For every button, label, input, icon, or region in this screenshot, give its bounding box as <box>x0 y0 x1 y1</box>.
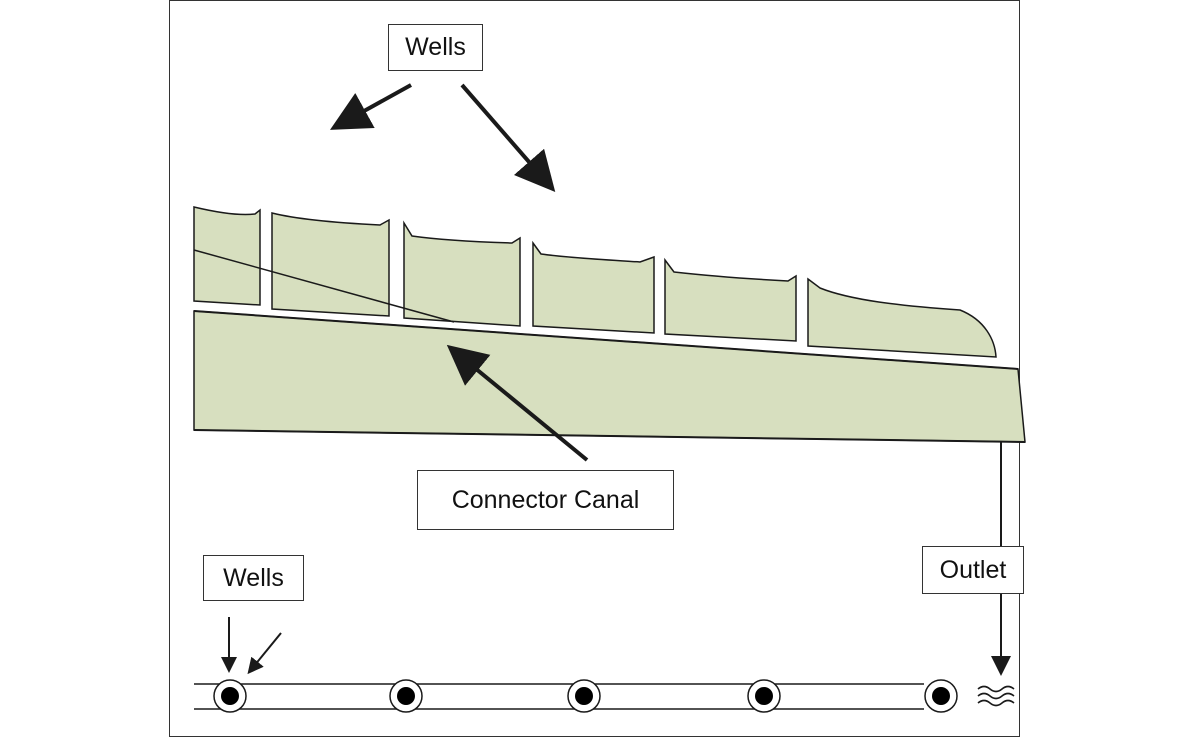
well-block-3 <box>403 220 521 327</box>
connector-canal-label: Connector Canal <box>417 470 674 530</box>
well-node-5 <box>924 679 958 713</box>
well-block-5 <box>664 257 797 342</box>
wells-arrow-left <box>330 83 412 130</box>
water-waves-icon <box>977 685 1015 707</box>
well-node-1 <box>213 679 247 713</box>
seam-line <box>193 249 455 323</box>
well-node-2 <box>389 679 423 713</box>
well-block-2 <box>271 212 390 317</box>
connector-canal-bottom-edge <box>193 429 1026 443</box>
upper-well-blocks <box>193 206 997 358</box>
well-node-3 <box>567 679 601 713</box>
diagram-frame <box>169 0 1020 737</box>
wells-top-label: Wells <box>388 24 483 71</box>
canal-arrow <box>446 344 589 462</box>
wells-bottom-label: Wells <box>203 555 304 601</box>
connector-canal-top-edge <box>193 310 1019 370</box>
well-block-4 <box>532 240 655 334</box>
well-block-6 <box>807 277 997 358</box>
wells-arrow-right <box>460 83 556 193</box>
outlet-label: Outlet <box>922 546 1024 594</box>
bottom-wells-arrow-diagonal <box>247 632 282 675</box>
well-block-1 <box>193 206 261 306</box>
well-node-4 <box>747 679 781 713</box>
